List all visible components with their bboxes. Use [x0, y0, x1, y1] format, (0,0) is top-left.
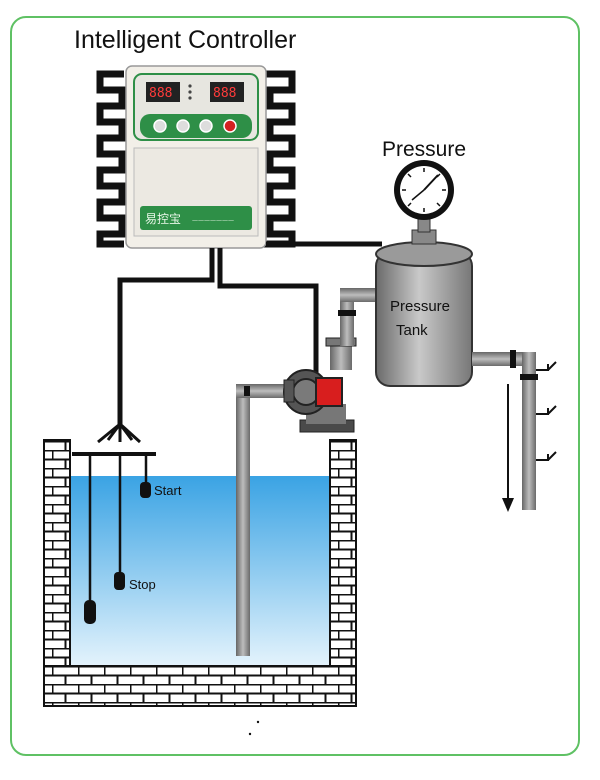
stop-float-label: Stop — [129, 577, 156, 592]
pressure-tank — [375, 215, 473, 387]
controller-box: 888 888 易控宝 ——————— — [125, 65, 267, 249]
controller-button-1 — [153, 119, 167, 133]
svg-text:———————: ——————— — [192, 217, 234, 224]
right-display — [210, 82, 244, 102]
pressure-gauge-label: Pressure — [382, 138, 467, 161]
tank-label-line1: Pressure — [390, 298, 451, 315]
controller-brand: 易控宝 — [145, 212, 181, 226]
start-float-label: Start — [154, 483, 182, 498]
discharge-pipe — [325, 288, 380, 370]
controller-button-3 — [199, 119, 213, 133]
wall-bricks — [96, 70, 296, 248]
pump — [283, 369, 355, 433]
tank-label-line2: Tank — [396, 322, 428, 339]
water — [70, 476, 330, 666]
left-display — [146, 82, 180, 102]
controller-button-stop — [223, 119, 237, 133]
suction-pipe — [236, 384, 286, 656]
tap-valves — [536, 361, 557, 461]
svg-text:888: 888 — [213, 86, 236, 101]
controller-button-panel — [140, 114, 252, 138]
flow-arrow — [502, 384, 514, 512]
controller-brand-plate — [140, 206, 252, 230]
controller-button-2 — [176, 119, 190, 133]
pump-motor — [315, 377, 343, 407]
pressure-gauge — [394, 160, 454, 220]
svg-text:888: 888 — [149, 86, 172, 101]
controller-title: Intelligent Controller — [74, 26, 297, 54]
control-cables — [117, 241, 382, 424]
well-left-wall — [43, 439, 71, 687]
float-switch-hanger — [72, 422, 156, 456]
well-floor — [43, 665, 357, 707]
well-right-wall — [329, 439, 357, 687]
outlet-pipe — [472, 350, 538, 510]
